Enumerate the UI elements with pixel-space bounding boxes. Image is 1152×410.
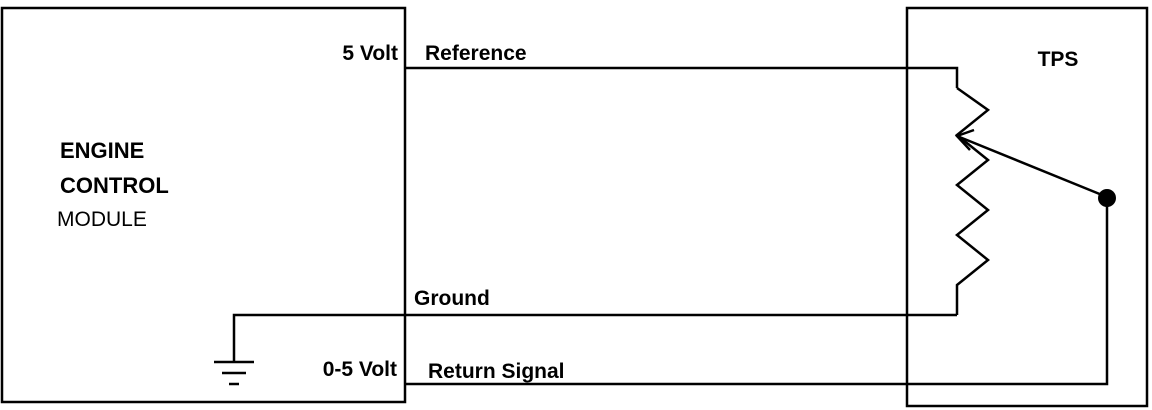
ecm-pin-signal-label: 0-5 Volt — [323, 358, 397, 381]
reference-wire-label: Reference — [425, 42, 527, 65]
ground-wire-label: Ground — [414, 287, 490, 310]
tps-title: TPS — [1038, 48, 1079, 71]
ecm-box — [0, 6, 407, 404]
wiper-arrowhead — [954, 128, 975, 151]
ecm-pin-reference-label: 5 Volt — [342, 42, 398, 65]
ecm-title-line2: CONTROL — [60, 173, 169, 198]
ground-icon — [214, 360, 254, 386]
return-signal-wire-label: Return Signal — [428, 360, 565, 383]
ecm-title-line1: ENGINE — [60, 138, 144, 163]
wiper-line — [956, 134, 1108, 199]
ecm-title-line3: MODULE — [57, 208, 147, 231]
tps-box — [905, 6, 1149, 408]
resistor-element — [955, 86, 991, 315]
ground-wire — [232, 313, 957, 362]
reference-wire — [405, 66, 959, 88]
return-signal-wire — [405, 198, 1109, 386]
